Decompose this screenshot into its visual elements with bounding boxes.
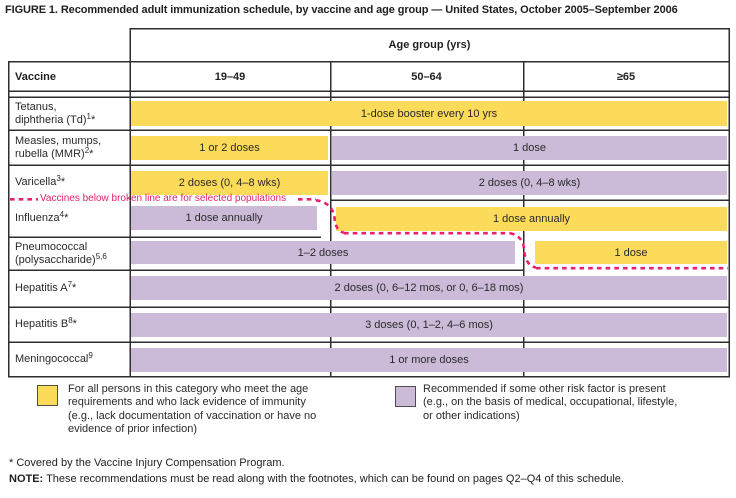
bar-pneumococcal-65plus: 1 dose [535,241,727,264]
bar-tetanus-booster: 1-dose booster every 10 yrs [131,101,727,126]
vaccine-label-mmr: Measles, mumps,rubella (MMR)2* [8,130,130,165]
vaccine-label-pneumococcal: Pneumococcal(polysaccharide)5,6 [8,237,130,270]
vaccine-label-text: Meningococcal9 [15,351,93,366]
vaccine-label-text: Hepatitis A7* [15,280,77,295]
label-asterisk: * [60,176,66,188]
broken-line-note: Vaccines below broken line are for selec… [40,193,287,204]
vaccine-label-text: Measles, mumps,rubella (MMR)2* [15,134,102,160]
label-asterisk: * [72,318,77,330]
label-superscript: 5,6 [95,251,107,261]
footnote-note: NOTE: These recommendations must be read… [9,473,624,485]
vaccine-label-text: Influenza4* [15,210,69,225]
bar-pneumococcal-19-64: 1–2 doses [131,241,515,264]
bar-influenza-50plus: 1 dose annually [336,207,727,231]
vaccine-label-hepatitis-b: Hepatitis B8* [8,307,130,342]
vaccine-label-hepatitis-a: Hepatitis A7* [8,270,130,307]
label-superscript: 2 [84,145,90,155]
bar-varicella-50plus: 2 doses (0, 4–8 wks) [332,171,727,195]
legend-swatch-risk-based [395,386,416,407]
bar-mmr-50plus: 1 dose [332,136,727,160]
vaccine-label-varicella: Varicella3* [8,165,130,200]
figure-title: FIGURE 1. Recommended adult immunization… [5,4,678,16]
bar-meningococcal-all-ages: 1 or more doses [131,348,727,372]
label-asterisk: * [72,282,77,294]
vaccine-column-header: Vaccine [15,70,56,83]
age-column-header-19-49: 19–49 [214,70,246,83]
vaccine-label-text: Pneumococcal(polysaccharide)5,6 [15,240,107,266]
vaccine-label-text: Tetanus,diphtheria (Td)1* [15,100,96,126]
bar-mmr-19-49: 1 or 2 doses [131,136,328,160]
legend-text-risk-based: Recommended if some other risk factor is… [423,383,678,422]
bar-varicella-19-49: 2 doses (0, 4–8 wks) [131,171,328,195]
legend-text-for-all: For all persons in this category who mee… [68,383,317,436]
label-asterisk: * [64,212,69,224]
footnote-note-label: NOTE: [9,473,44,485]
label-superscript: 1 [86,111,91,121]
footnote-vicp: * Covered by the Vaccine Injury Compensa… [9,457,285,469]
bar-influenza-19-49: 1 dose annually [131,206,317,230]
label-asterisk: * [91,113,96,126]
label-asterisk: * [89,147,94,160]
bar-hepatitis-b-all-ages: 3 doses (0, 1–2, 4–6 mos) [131,313,727,337]
vaccine-label-text: Varicella3* [15,174,66,189]
label-superscript: 9 [88,351,93,360]
vaccine-label-influenza: Influenza4* [8,200,130,237]
vaccine-label-tetanus: Tetanus,diphtheria (Td)1* [8,97,130,130]
bar-hepatitis-a-all-ages: 2 doses (0, 6–12 mos, or 0, 6–18 mos) [131,276,727,300]
vaccine-label-text: Hepatitis B8* [15,316,77,331]
footnote-note-text: These recommendations must be read along… [43,473,624,485]
age-group-header: Age group (yrs) [388,39,471,51]
label-superscript: 7 [67,280,73,289]
age-column-header-65plus: ≥65 [616,70,636,83]
age-column-header-50-64: 50–64 [411,70,442,83]
label-superscript: 8 [68,316,73,325]
legend-swatch-for-all [37,385,58,406]
vaccine-label-meningococcal: Meningococcal9 [8,342,130,377]
label-superscript: 3 [56,174,61,183]
